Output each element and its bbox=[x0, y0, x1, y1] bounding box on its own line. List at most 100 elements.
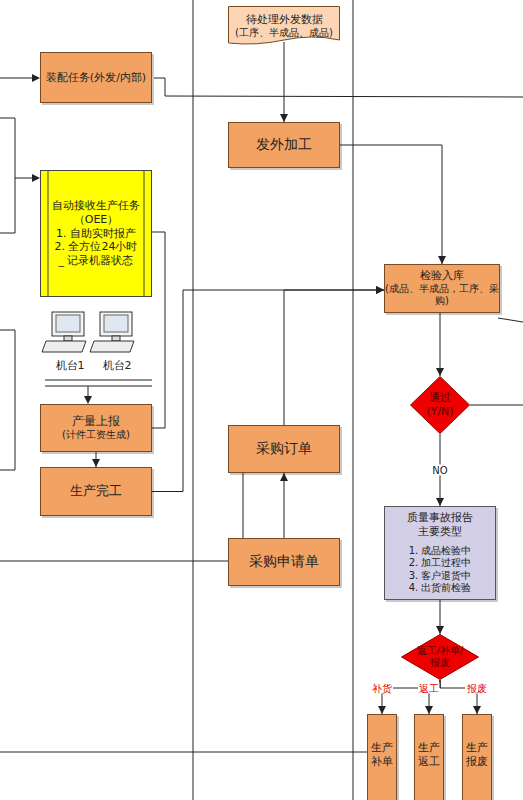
node-title: 生产补单 bbox=[370, 741, 394, 769]
connector-line bbox=[340, 145, 442, 264]
connector-line bbox=[284, 473, 285, 538]
outline bbox=[411, 377, 470, 434]
lane-line bbox=[193, 0, 194, 800]
arrow-head bbox=[436, 498, 444, 506]
connector bbox=[340, 145, 446, 264]
arrow-head bbox=[280, 473, 288, 481]
connector bbox=[284, 286, 384, 425]
node-title: 生产完工 bbox=[70, 483, 122, 499]
connector-line bbox=[284, 290, 384, 425]
process-box: 生产完工 bbox=[40, 467, 152, 516]
wire bbox=[152, 78, 523, 97]
monitor bbox=[52, 312, 84, 336]
monitor bbox=[100, 312, 132, 336]
process-box: 检验入库(成品、半成品，工序、采购) bbox=[384, 264, 500, 313]
outline bbox=[402, 635, 479, 680]
connector: NO bbox=[431, 434, 448, 506]
node-text: 3. 客户退货中 bbox=[409, 570, 472, 583]
wire bbox=[15, 178, 36, 179]
edge-label: 报废 bbox=[466, 683, 487, 694]
process-box: 装配任务(外发/内部) bbox=[40, 52, 152, 103]
node-title: 质量事故报告 主要类型 bbox=[404, 511, 476, 539]
process-box: 生产补单 bbox=[367, 714, 397, 800]
arrow-head bbox=[32, 174, 40, 182]
arrow-head bbox=[280, 114, 288, 122]
node-title: 采购申请单 bbox=[249, 553, 319, 571]
decision-diamond: 返工/补单/报废 bbox=[401, 634, 479, 680]
connector bbox=[436, 313, 444, 376]
process-box: 发外加工 bbox=[228, 122, 340, 168]
arrow-head bbox=[376, 286, 384, 294]
node-text: (计件工资生成) bbox=[62, 429, 130, 442]
process-box: 产量上报(计件工资生成) bbox=[40, 404, 152, 452]
connector: 报废 bbox=[440, 680, 488, 714]
connector-line bbox=[440, 313, 441, 376]
node-text: (工序、半成品、成品) bbox=[235, 27, 333, 40]
node-text: 1. 自助实时报产 bbox=[52, 227, 140, 241]
keyboard bbox=[42, 341, 86, 352]
connector-line bbox=[382, 680, 440, 714]
connector bbox=[152, 232, 165, 428]
label-background bbox=[431, 465, 448, 476]
node-text: 1. 成品检验中 bbox=[409, 545, 472, 558]
connector bbox=[280, 42, 288, 122]
wire bbox=[470, 405, 523, 406]
node-title: 装配任务(外发/内部) bbox=[46, 71, 146, 85]
connector-line bbox=[429, 680, 440, 714]
connector bbox=[280, 473, 288, 538]
computer-icon bbox=[42, 312, 86, 352]
connector bbox=[243, 473, 244, 538]
wire bbox=[498, 318, 523, 322]
label-background bbox=[371, 683, 393, 694]
node-title: 生产返工 bbox=[417, 741, 441, 769]
node-text: 4. 出货前检验 bbox=[409, 582, 472, 595]
outline bbox=[229, 7, 340, 45]
connector: 返工 bbox=[418, 680, 440, 714]
screen bbox=[56, 315, 80, 332]
connector-line bbox=[440, 600, 441, 634]
connector bbox=[152, 286, 384, 492]
arrow-head bbox=[473, 706, 481, 714]
connector-line bbox=[152, 232, 165, 428]
arrow-head bbox=[436, 368, 444, 376]
process-box: 生产报废 bbox=[462, 714, 492, 800]
arrow-head bbox=[92, 459, 100, 467]
node-text: (成品、半成品，工序、采购) bbox=[385, 283, 499, 308]
connector-line bbox=[243, 473, 244, 538]
screen bbox=[104, 315, 128, 332]
connector: 补货 bbox=[371, 680, 440, 714]
process-box: 采购订单 bbox=[228, 425, 340, 473]
node-title: 生产报废 bbox=[465, 741, 489, 769]
data-document: 待处理外发数据(工序、半成品、成品) bbox=[228, 6, 340, 46]
side-bar bbox=[48, 170, 49, 297]
decision-diamond: 通过 (Y/N) bbox=[410, 376, 470, 434]
keyboard bbox=[90, 341, 134, 352]
computer-icon bbox=[90, 312, 134, 352]
edge-label: 返工 bbox=[419, 683, 439, 694]
wire bbox=[88, 386, 89, 400]
node-text: 2. 加工过程中 bbox=[409, 557, 472, 570]
double-line bbox=[45, 386, 152, 387]
machine-label: 机台1 bbox=[48, 358, 92, 373]
node-title: 发外加工 bbox=[256, 136, 312, 154]
node-title: 检验入库 bbox=[420, 269, 464, 283]
machine-label: 机台2 bbox=[95, 358, 139, 373]
connector-line bbox=[440, 434, 441, 506]
node-title: 待处理外发数据 bbox=[246, 13, 323, 27]
wire bbox=[0, 561, 228, 562]
process-box: 生产返工 bbox=[414, 714, 444, 800]
connector bbox=[92, 452, 100, 467]
predefined-process: 自动接收生产任务（OEE）1. 自助实时报产2. 全方位24小时 _ 记录机器状… bbox=[40, 170, 152, 297]
arrow-head bbox=[32, 74, 40, 82]
outline bbox=[41, 171, 152, 297]
wire bbox=[0, 78, 36, 79]
connector-line bbox=[96, 452, 97, 467]
arrow-head bbox=[376, 286, 384, 294]
bracket bbox=[0, 330, 15, 470]
node-title: 通过 (Y/N) bbox=[423, 391, 457, 419]
stand bbox=[112, 336, 120, 341]
node-title: 返工/补单/报废 bbox=[414, 645, 466, 670]
stand bbox=[64, 336, 72, 341]
arrow-head bbox=[378, 706, 386, 714]
